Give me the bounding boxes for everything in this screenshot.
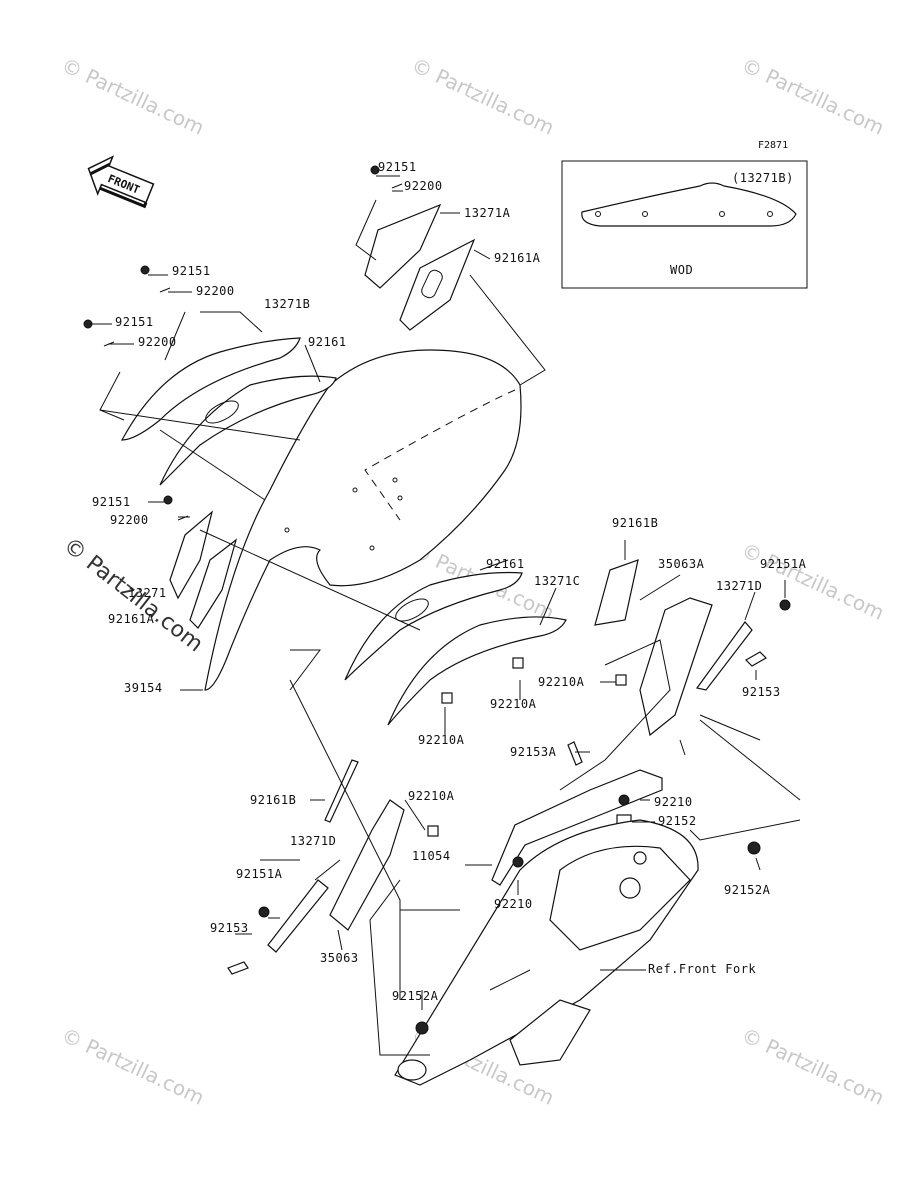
label: 92210A: [408, 789, 455, 803]
label: 92200: [110, 513, 149, 527]
label: Ref.Front Fork: [648, 962, 756, 976]
inset-windshield-part: [581, 182, 797, 227]
watermark: © Partzilla.com: [738, 1023, 888, 1110]
label: 13271D: [716, 579, 762, 593]
label: 39154: [124, 681, 163, 695]
plate-92161: [159, 375, 337, 486]
label: 92200: [404, 179, 443, 193]
label: 92161B: [250, 793, 296, 807]
plate-13271c: [387, 616, 567, 726]
label: 92151: [115, 315, 154, 329]
fasteners: [83, 165, 627, 837]
label: 92152A: [392, 989, 439, 1003]
label: 92200: [138, 335, 177, 349]
label: 11054: [412, 849, 451, 863]
label: 92210: [494, 897, 533, 911]
label: 13271: [128, 586, 167, 600]
bar-13271d-left: [267, 879, 329, 953]
plate-13271b: [120, 337, 301, 441]
label: 13271C: [534, 574, 580, 588]
front-fork: [394, 819, 761, 1086]
plate-92161-right: [344, 571, 523, 681]
inset-part-label: (13271B): [732, 171, 794, 185]
label: 92210A: [418, 733, 465, 747]
watermark: © Partzilla.com: [738, 53, 888, 140]
label: 35063: [320, 951, 359, 965]
label: 92151: [172, 264, 211, 278]
plate-92161a-lower: [189, 538, 238, 629]
left-brackets: [227, 759, 405, 975]
label: 13271A: [464, 206, 511, 220]
label: 92161A: [108, 612, 155, 626]
label: 13271D: [290, 834, 336, 848]
label: 92152A: [724, 883, 771, 897]
inset-frame: [561, 160, 808, 289]
label: 13271B: [264, 297, 310, 311]
label: 92210: [654, 795, 693, 809]
label: 92153A: [510, 745, 557, 759]
bar-13271d-right: [695, 621, 753, 691]
label: 92200: [196, 284, 235, 298]
plate-13271a: [364, 203, 442, 289]
label: 92152: [658, 814, 697, 828]
bracket-35063a: [639, 597, 713, 737]
label: 92151A: [236, 867, 283, 881]
leader-lines: [90, 175, 801, 1056]
label: 92151: [92, 495, 131, 509]
inset-box: (13271B) WOD: [561, 160, 808, 289]
label: 92161: [308, 335, 347, 349]
part-labels: 92151 92200 13271A 92161A 92151 92200 13…: [92, 160, 807, 1003]
label: 92151: [378, 160, 417, 174]
watermark: © Partzilla.com: [58, 53, 208, 140]
label: 92161A: [494, 251, 541, 265]
label: 92210A: [538, 675, 585, 689]
watermark: © Partzilla.com: [58, 1023, 208, 1110]
lower-left-plates: [169, 510, 238, 629]
right-plates: [344, 571, 567, 726]
windshield-hidden-edge: [364, 389, 516, 521]
label: 92153: [742, 685, 781, 699]
top-plates: [364, 203, 476, 331]
label: 92153: [210, 921, 249, 935]
bracket-35063: [329, 799, 405, 931]
right-brackets: [594, 559, 791, 737]
label: 92210A: [490, 697, 537, 711]
label: 92161B: [612, 516, 658, 530]
plate-13271-lower: [169, 510, 214, 600]
label: 92161: [486, 557, 525, 571]
label: 35063A: [658, 557, 705, 571]
front-arrow: FRONT: [87, 155, 155, 209]
plate-92161a: [399, 238, 476, 331]
plate-92161b-left: [324, 759, 359, 823]
upper-left-plates: [120, 337, 337, 486]
inset-caption: WOD: [670, 263, 693, 277]
watermark: © Partzilla.com: [408, 53, 558, 140]
figure-code: F2871: [758, 140, 788, 151]
label: 92151A: [760, 557, 807, 571]
plate-92161b-right: [594, 559, 639, 626]
